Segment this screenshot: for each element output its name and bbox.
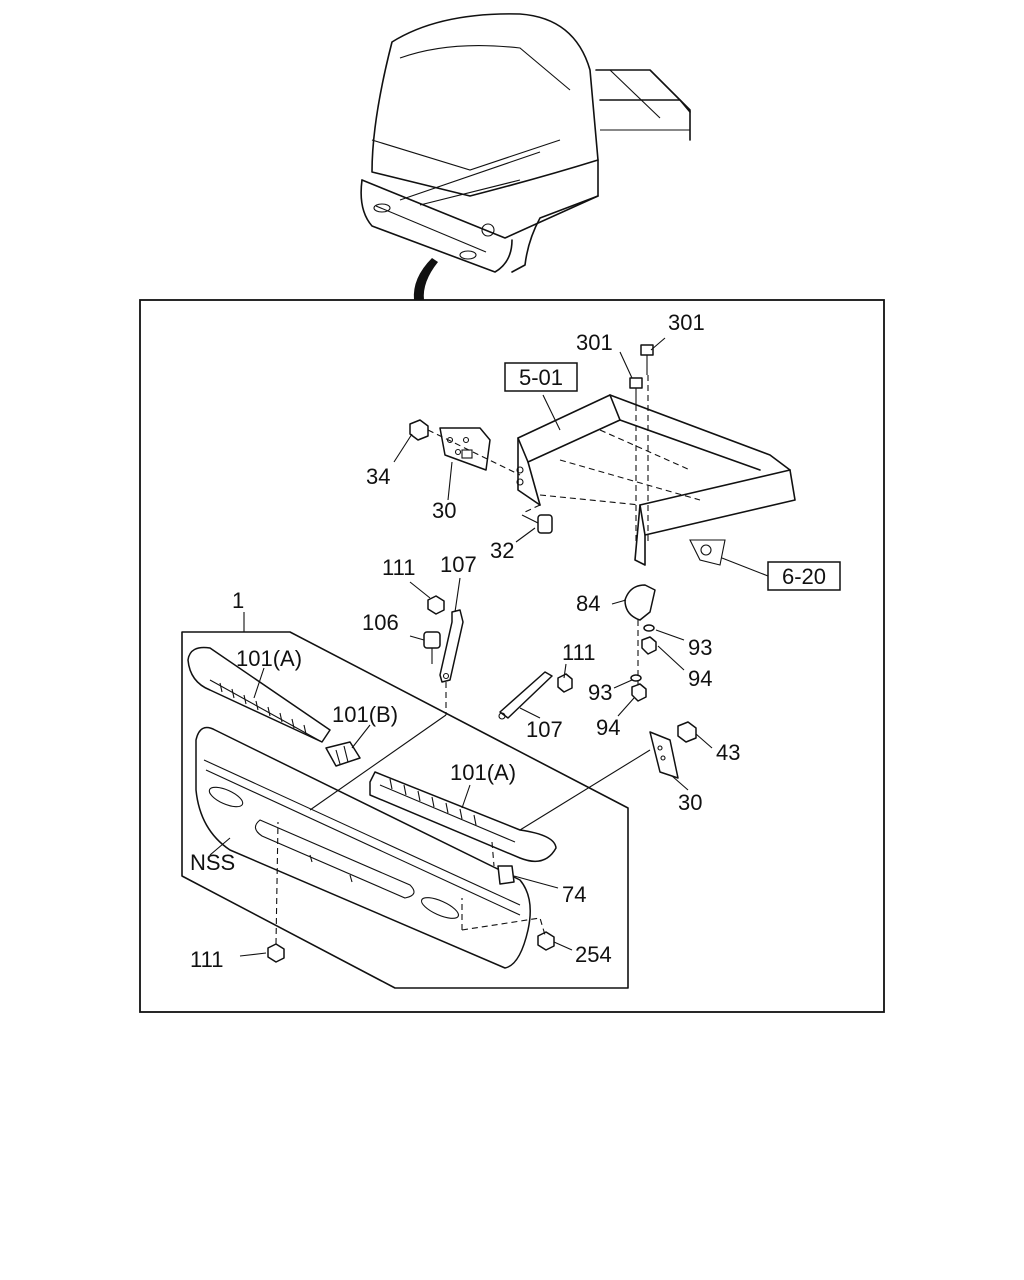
nut-94 <box>641 636 657 655</box>
nut-254 <box>537 931 555 951</box>
label-111-mid: 111 <box>562 640 595 665</box>
label-107-left: 107 <box>440 552 477 577</box>
bracket-30-upper <box>439 427 491 471</box>
label-93b: 93 <box>588 680 612 705</box>
label-301b: 301 <box>576 330 613 355</box>
stay-107-left <box>439 609 464 683</box>
label-94a: 94 <box>688 666 712 691</box>
bumper-cover-101a-right <box>369 771 557 863</box>
label-74: 74 <box>562 882 586 907</box>
bolt-32 <box>521 514 553 534</box>
washer-93 <box>643 624 655 632</box>
nut-111-mid <box>557 673 573 693</box>
svg-text:6-20: 6-20 <box>782 564 826 589</box>
label-43: 43 <box>716 740 740 765</box>
label-101a-right: 101(A) <box>450 760 516 785</box>
clip-74 <box>497 865 515 885</box>
bolt-301 <box>629 344 654 545</box>
label-nss: NSS <box>190 850 235 875</box>
nut-94-lower <box>631 683 647 702</box>
label-84: 84 <box>576 591 600 616</box>
leader-lines <box>209 337 713 957</box>
nut-34 <box>409 419 429 441</box>
label-107-right: 107 <box>526 717 563 742</box>
label-32: 32 <box>490 538 514 563</box>
nut-111-upper <box>427 595 445 615</box>
chassis-frame <box>516 394 796 566</box>
label-111-upper: 111 <box>382 555 415 580</box>
svg-text:5-01: 5-01 <box>519 365 563 390</box>
bracket-84 <box>624 584 656 621</box>
label-34: 34 <box>366 464 390 489</box>
label-254: 254 <box>575 942 612 967</box>
bolt-106 <box>423 631 441 664</box>
stay-107-right <box>498 671 553 720</box>
label-93a: 93 <box>688 635 712 660</box>
label-30-upper: 30 <box>432 498 456 523</box>
nut-111-lower <box>267 943 285 963</box>
washer-93-lower <box>630 674 642 682</box>
nut-43 <box>677 721 697 743</box>
label-30-lower: 30 <box>678 790 702 815</box>
bracket-30-lower <box>649 731 679 779</box>
reference-box-5-01[interactable]: 5-01 <box>504 362 578 392</box>
detail-frame <box>139 299 885 1013</box>
assembly-outline-1 <box>181 631 629 989</box>
label-111-lower: 111 <box>190 947 223 972</box>
label-94b: 94 <box>596 715 620 740</box>
bumper-main <box>195 726 531 969</box>
bumper-cover-101a-left <box>187 646 331 743</box>
label-101b: 101(B) <box>332 702 398 727</box>
truck-cab-illustration <box>360 13 691 300</box>
label-101a-left: 101(A) <box>236 646 302 671</box>
label-106: 106 <box>362 610 399 635</box>
label-301a: 301 <box>668 310 705 335</box>
label-1: 1 <box>232 588 244 613</box>
bracket-101b <box>325 741 361 767</box>
reference-box-6-20[interactable]: 6-20 <box>767 561 841 591</box>
